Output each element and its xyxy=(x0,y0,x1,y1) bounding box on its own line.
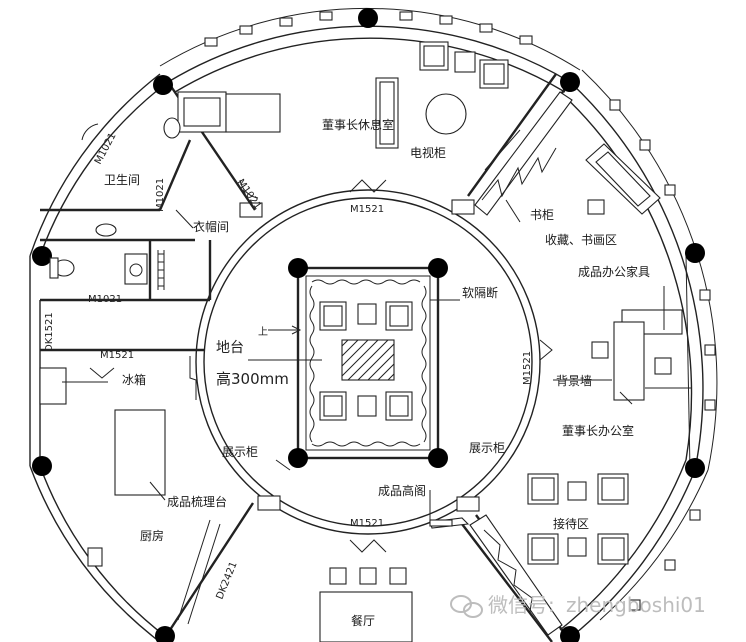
label-kitchen: 厨房 xyxy=(140,528,164,543)
door-dk2421: DK2421 xyxy=(215,560,240,601)
label-prep-counter: 成品梳理台 xyxy=(167,494,227,509)
label-platform: 地台 xyxy=(216,340,244,356)
label-up-mark: 上 xyxy=(258,326,268,338)
label-fridge: 冰箱 xyxy=(122,372,146,387)
kitchen-fixtures xyxy=(39,356,197,567)
label-soft-partition: 软隔断 xyxy=(462,285,498,300)
door-m1521-kitchen: M1521 xyxy=(100,350,134,361)
columns xyxy=(32,8,705,642)
door-m1021-wc: M1021 xyxy=(88,294,122,305)
office-furniture xyxy=(585,143,692,405)
label-display-cabinet-left: 展示柜 xyxy=(222,445,258,459)
watermark: 微信号: zhengboshi01 xyxy=(450,593,706,618)
watermark-prefix: 微信号: xyxy=(488,593,555,617)
door-dk1521: DK1521 xyxy=(44,312,55,352)
door-m1521-top: M1521 xyxy=(350,204,384,215)
label-toilet: 卫生间 xyxy=(104,173,140,187)
label-reception-area: 接待区 xyxy=(553,516,589,531)
door-m1021-closet-a: M1021 xyxy=(155,178,166,212)
central-platform xyxy=(268,258,448,468)
label-finished-furniture: 成品办公家具 xyxy=(578,264,650,279)
door-m1521-bottom: M1521 xyxy=(350,518,384,529)
label-restaurant: 餐厅 xyxy=(351,613,375,628)
bookcase-strip xyxy=(429,91,573,636)
label-chairman-lounge: 董事长休息室 xyxy=(322,117,394,132)
room-labels: 董事长休息室 电视柜 书柜 收藏、书画区 成品办公家具 软隔断 背景墙 董事长办… xyxy=(104,117,650,628)
label-tv-cabinet: 电视柜 xyxy=(410,145,446,160)
label-display-cabinet-right: 展示柜 xyxy=(469,441,505,455)
label-finished-partition: 成品高阁 xyxy=(378,483,426,498)
label-bookcase: 书柜 xyxy=(530,208,554,222)
inner-hall-walls xyxy=(195,189,541,535)
restaurant-fixtures xyxy=(319,567,413,642)
label-collection-area: 收藏、书画区 xyxy=(545,233,617,247)
label-chairman-office: 董事长办公室 xyxy=(562,423,634,438)
label-cloakroom: 衣帽间 xyxy=(193,219,229,234)
leader-lines xyxy=(62,199,665,520)
toilet-fixtures xyxy=(49,91,281,290)
label-platform-height: 高300mm xyxy=(216,370,289,388)
reception-furniture xyxy=(527,473,629,565)
label-background-wall: 背景墙 xyxy=(556,374,592,388)
outer-walls xyxy=(29,25,704,642)
lounge-furniture xyxy=(375,41,509,149)
door-symbols xyxy=(81,123,553,625)
watermark-account: zhengboshi01 xyxy=(566,593,706,617)
door-m1521-right: M1521 xyxy=(522,351,533,385)
